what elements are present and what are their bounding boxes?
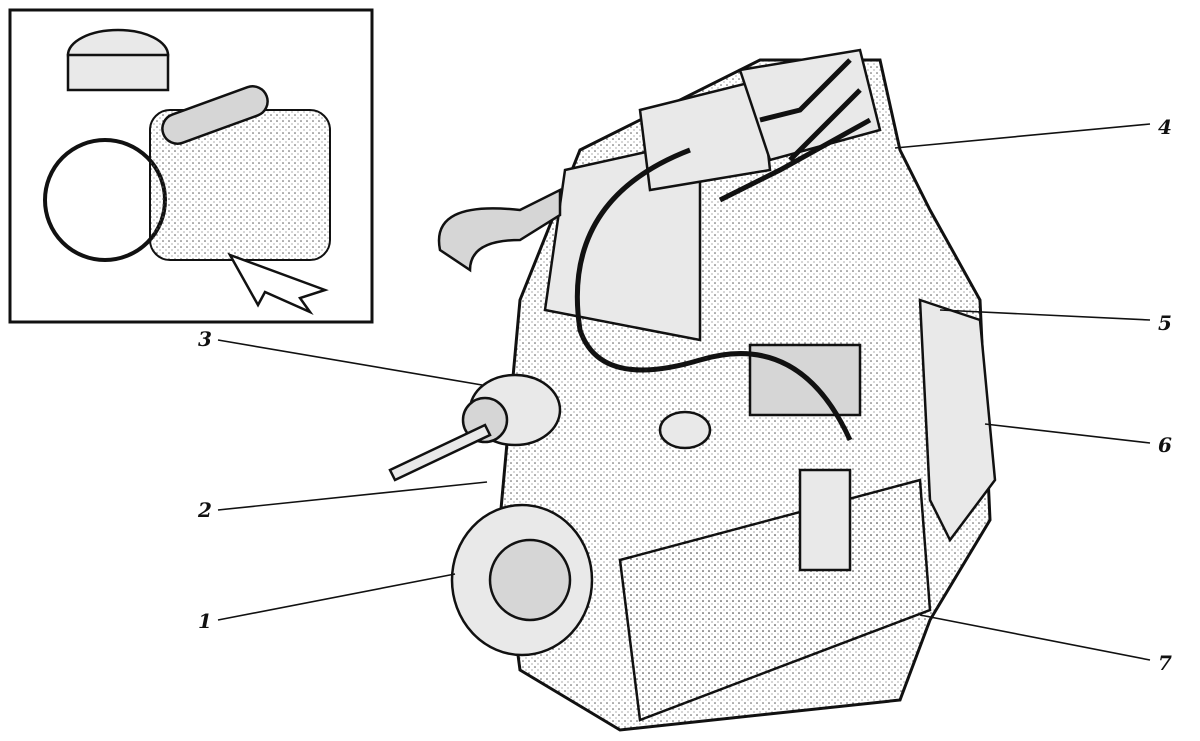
callout-5: 5 xyxy=(1158,311,1172,335)
callout-2: 2 xyxy=(197,498,212,522)
leader-lines xyxy=(217,123,1151,661)
callout-3: 3 xyxy=(198,327,212,351)
arrow-icon xyxy=(227,252,329,316)
engine-illustration xyxy=(388,48,997,732)
callout-7: 7 xyxy=(1158,651,1172,675)
callout-6: 6 xyxy=(1158,433,1172,457)
callout-4: 4 xyxy=(1158,115,1172,139)
inset-overview xyxy=(8,8,374,324)
callout-1: 1 xyxy=(198,609,212,633)
